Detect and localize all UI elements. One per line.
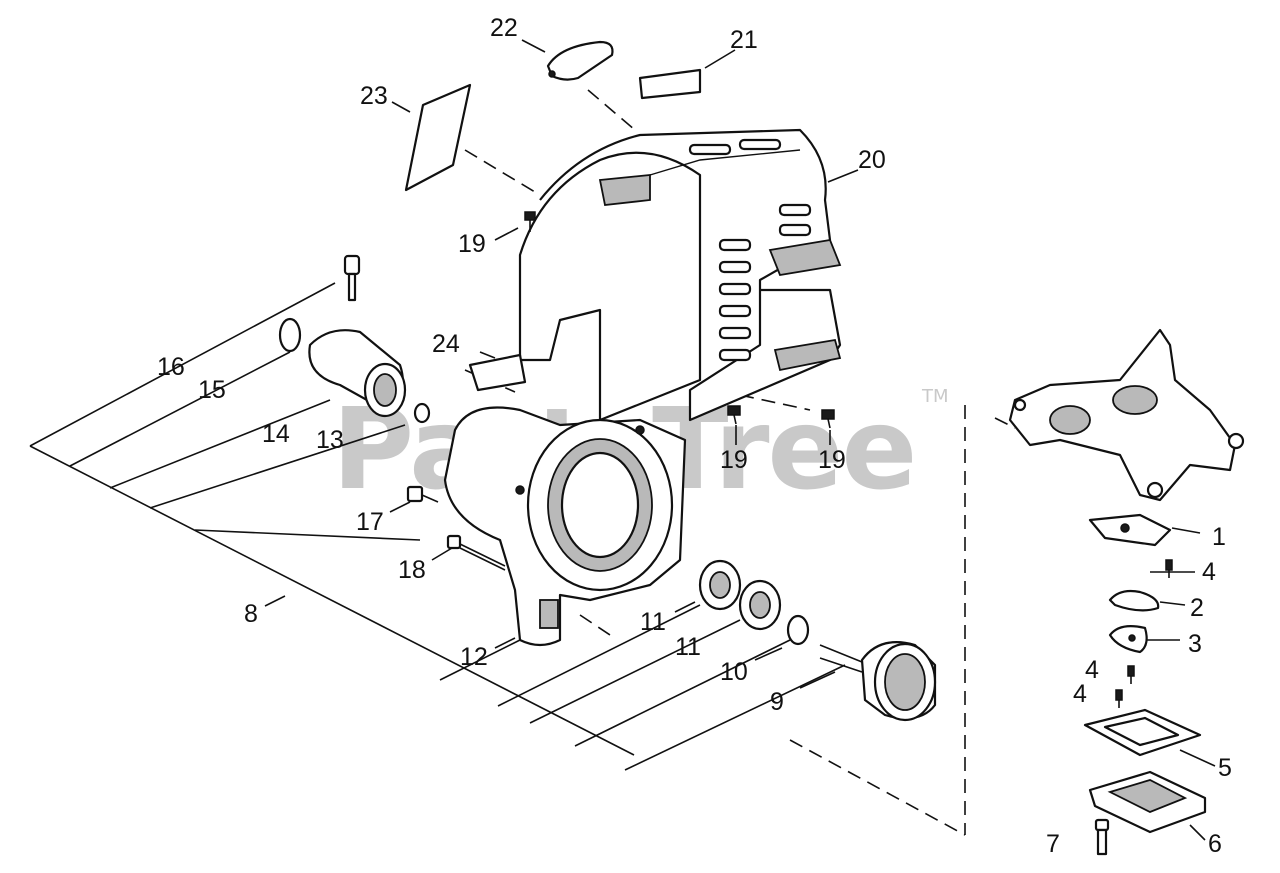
part-2-reed-valve[interactable] xyxy=(1108,589,1160,612)
callout-2: 2 xyxy=(1190,594,1204,622)
part-12-housing[interactable] xyxy=(443,406,687,647)
callout-23: 23 xyxy=(360,82,388,110)
callout-22: 22 xyxy=(490,14,518,42)
callout-13: 13 xyxy=(316,426,344,454)
part-15-snap-ring[interactable] xyxy=(278,317,302,353)
callout-14: 14 xyxy=(262,420,290,448)
callout-labels: 1 2 3 4 4 4 5 6 7 8 9 10 11 11 12 13 14 … xyxy=(157,14,1232,858)
part-11-bearing-a[interactable] xyxy=(698,559,742,611)
part-20-fan-cover[interactable] xyxy=(518,128,842,422)
part-10-circlip[interactable] xyxy=(786,614,810,646)
part-18-long-bolt[interactable] xyxy=(446,534,506,571)
callout-16: 16 xyxy=(157,353,185,381)
part-19-screw-right[interactable] xyxy=(821,409,835,429)
callout-5: 5 xyxy=(1218,754,1232,782)
callout-1: 1 xyxy=(1212,523,1226,551)
part-17-bolt[interactable] xyxy=(406,485,439,503)
part-21-label[interactable] xyxy=(638,68,702,100)
trademark-mark: TM xyxy=(921,386,949,407)
callout-11b: 11 xyxy=(675,633,701,661)
callout-6: 6 xyxy=(1208,830,1222,858)
leader-lines xyxy=(29,39,1216,841)
callout-3: 3 xyxy=(1188,630,1202,658)
callout-10: 10 xyxy=(720,658,748,686)
part-6-insulator[interactable] xyxy=(1088,770,1207,834)
part-13-ring[interactable] xyxy=(413,402,431,424)
callout-24: 24 xyxy=(432,330,460,358)
callout-20: 20 xyxy=(858,146,886,174)
part-24-label[interactable] xyxy=(468,353,527,392)
part-3-stopper[interactable] xyxy=(1108,625,1148,654)
part-4-screw-b[interactable] xyxy=(1127,665,1135,684)
part-5-gasket[interactable] xyxy=(1083,708,1202,757)
part-19-screw-mid[interactable] xyxy=(727,405,741,425)
callout-8: 8 xyxy=(244,600,258,628)
callout-4c: 4 xyxy=(1073,680,1087,708)
callout-15: 15 xyxy=(198,376,226,404)
right-crankcase[interactable] xyxy=(1008,328,1245,502)
callout-12: 12 xyxy=(460,643,488,671)
callout-4a: 4 xyxy=(1202,558,1216,586)
callout-9: 9 xyxy=(770,688,784,716)
part-22-tab xyxy=(548,70,556,78)
part-1-hole xyxy=(1120,523,1130,533)
callout-19c: 19 xyxy=(818,446,846,474)
part-4-screw-c[interactable] xyxy=(1115,689,1123,708)
part-14-bushing[interactable] xyxy=(308,329,407,418)
callout-19b: 19 xyxy=(720,446,748,474)
part-9-clutch-drum[interactable] xyxy=(819,641,937,722)
part-1-gasket[interactable] xyxy=(1088,513,1172,547)
part-3-hole xyxy=(1128,634,1136,642)
callout-4b: 4 xyxy=(1085,656,1099,684)
part-4-screw-a[interactable] xyxy=(1165,559,1173,578)
cover-vent-slots xyxy=(688,138,812,362)
part-22-cover[interactable] xyxy=(546,40,614,81)
part-11-bearing-b[interactable] xyxy=(738,579,782,631)
part-23-decal[interactable] xyxy=(404,83,472,192)
callout-19a: 19 xyxy=(458,230,486,258)
callout-11a: 11 xyxy=(640,608,666,636)
part-7-bolt[interactable] xyxy=(1094,818,1110,856)
callout-21: 21 xyxy=(730,26,758,54)
callout-18: 18 xyxy=(398,556,426,584)
part-19-screw-top[interactable] xyxy=(524,211,536,232)
part-16-bolt[interactable] xyxy=(343,254,361,302)
callout-17: 17 xyxy=(356,508,384,536)
callout-7: 7 xyxy=(1046,830,1060,858)
